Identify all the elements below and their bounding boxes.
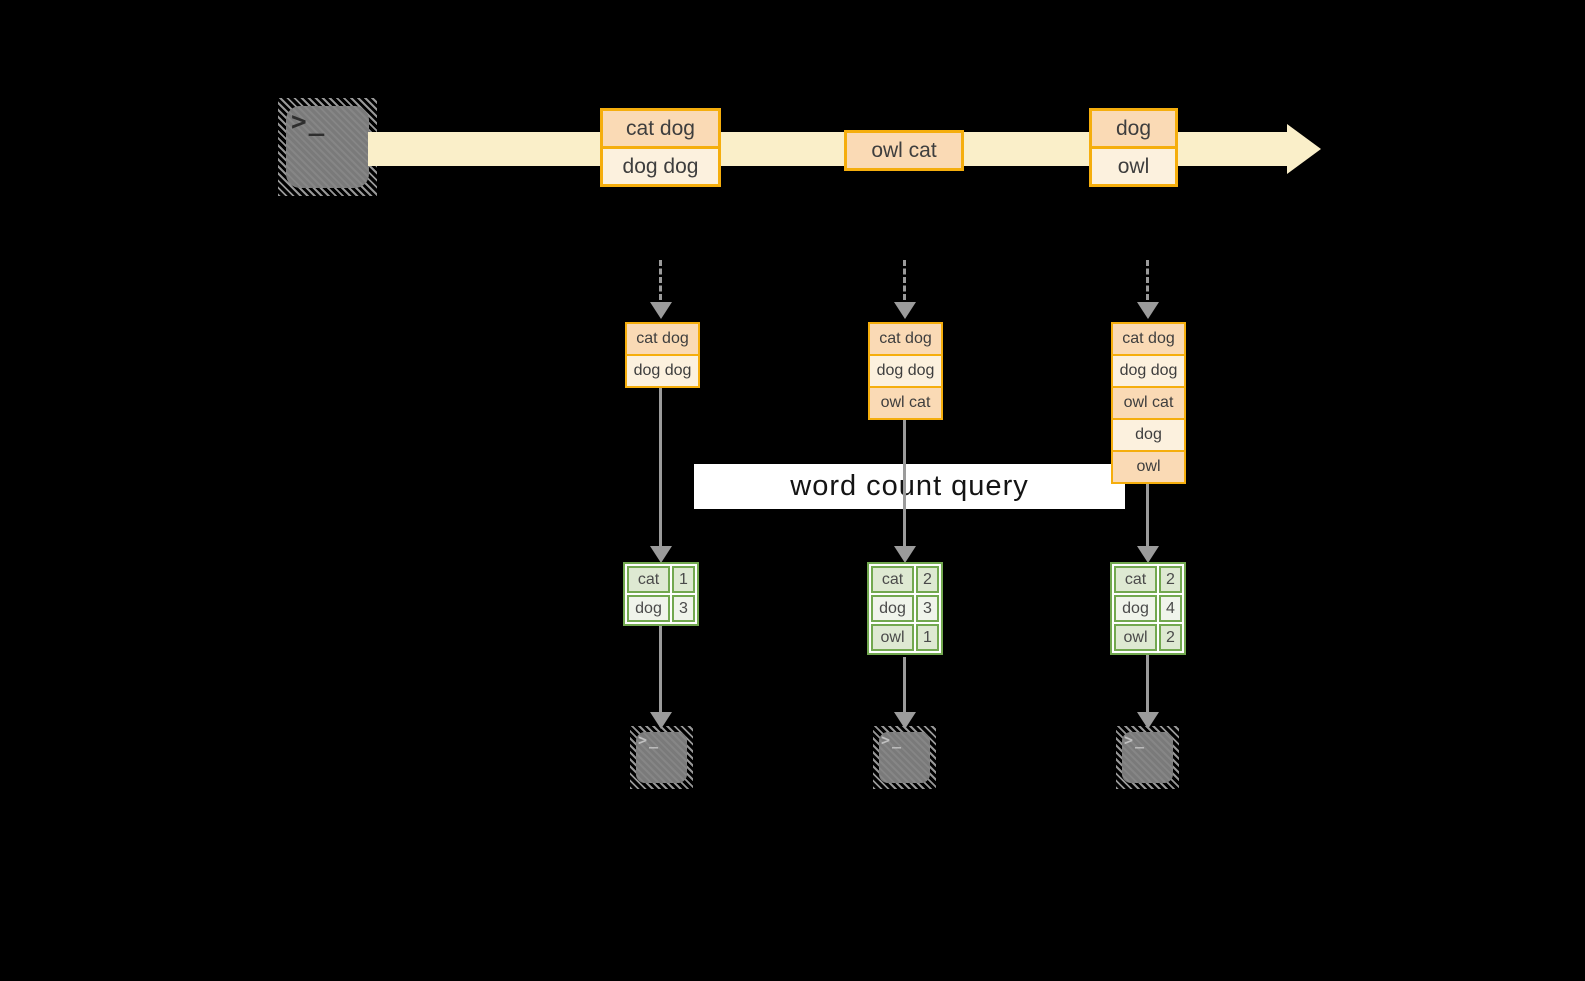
count-value-cell: 2	[1159, 566, 1182, 593]
terminal-icon: >_	[630, 726, 693, 789]
count-value-cell: 4	[1159, 595, 1182, 622]
arrow-head-icon	[650, 546, 672, 563]
stream-message: dog	[1092, 111, 1175, 146]
count-word-cell: dog	[627, 595, 670, 622]
worker-1-count-table: cat 1 dog 3	[623, 562, 699, 626]
stacked-message: dog	[1113, 418, 1184, 450]
stacked-message: owl cat	[1113, 386, 1184, 418]
arrow-head-icon	[1137, 302, 1159, 319]
stream-message: dog dog	[603, 146, 718, 184]
dashed-connector	[903, 260, 906, 300]
terminal-screen	[879, 732, 930, 783]
connector-line	[1146, 482, 1149, 546]
stream-batch-1: cat dog dog dog	[600, 108, 721, 187]
stacked-message: owl	[1113, 450, 1184, 482]
stream-batch-2: owl cat	[844, 130, 964, 171]
arrow-head-icon	[650, 302, 672, 319]
worker-2-count-table: cat 2 dog 3 owl 1	[867, 562, 943, 655]
count-word-cell: owl	[871, 624, 914, 651]
arrow-head-icon	[1137, 712, 1159, 729]
stream-message: owl	[1092, 146, 1175, 184]
prompt-glyph: >_	[638, 731, 661, 749]
arrow-head-icon	[1137, 546, 1159, 563]
count-value-cell: 2	[916, 566, 939, 593]
count-value-cell: 3	[672, 595, 695, 622]
count-value-cell: 1	[916, 624, 939, 651]
stream-message: owl cat	[847, 133, 961, 168]
terminal-icon: >_	[873, 726, 936, 789]
worker-2-input-stack: cat dog dog dog owl cat	[868, 322, 943, 420]
count-word-cell: cat	[1114, 566, 1157, 593]
stream-batch-3: dog owl	[1089, 108, 1178, 187]
prompt-glyph: >_	[1124, 731, 1147, 749]
connector-line	[1146, 655, 1149, 712]
count-word-cell: dog	[871, 595, 914, 622]
stream-arrow-head-icon	[1287, 124, 1321, 174]
stream-message: cat dog	[603, 111, 718, 146]
arrow-head-icon	[894, 302, 916, 319]
worker-1-input-stack: cat dog dog dog	[625, 322, 700, 388]
count-value-cell: 1	[672, 566, 695, 593]
prompt-glyph: >_	[881, 731, 904, 749]
stacked-message: dog dog	[1113, 354, 1184, 386]
terminal-screen	[636, 732, 687, 783]
terminal-screen	[1122, 732, 1173, 783]
dashed-connector	[1146, 260, 1149, 300]
arrow-head-icon	[894, 712, 916, 729]
query-label: word count query	[790, 470, 1029, 502]
stacked-message: owl cat	[870, 386, 941, 418]
dashed-connector	[659, 260, 662, 300]
prompt-glyph: >_	[291, 107, 327, 137]
count-word-cell: cat	[871, 566, 914, 593]
terminal-screen	[286, 106, 369, 188]
arrow-head-icon	[650, 712, 672, 729]
count-value-cell: 3	[916, 595, 939, 622]
count-word-cell: dog	[1114, 595, 1157, 622]
stacked-message: cat dog	[627, 324, 698, 354]
stacked-message: dog dog	[627, 354, 698, 386]
terminal-icon: >_	[1116, 726, 1179, 789]
count-word-cell: owl	[1114, 624, 1157, 651]
connector-line	[903, 657, 906, 712]
connector-line	[659, 626, 662, 712]
connector-line	[659, 386, 662, 546]
count-value-cell: 2	[1159, 624, 1182, 651]
stacked-message: cat dog	[1113, 324, 1184, 354]
worker-3-input-stack: cat dog dog dog owl cat dog owl	[1111, 322, 1186, 484]
stacked-message: cat dog	[870, 324, 941, 354]
connector-line	[903, 418, 906, 546]
terminal-icon: >_	[278, 98, 377, 196]
count-word-cell: cat	[627, 566, 670, 593]
query-label-band: word count query	[694, 464, 1125, 509]
arrow-head-icon	[894, 546, 916, 563]
worker-3-count-table: cat 2 dog 4 owl 2	[1110, 562, 1186, 655]
stacked-message: dog dog	[870, 354, 941, 386]
